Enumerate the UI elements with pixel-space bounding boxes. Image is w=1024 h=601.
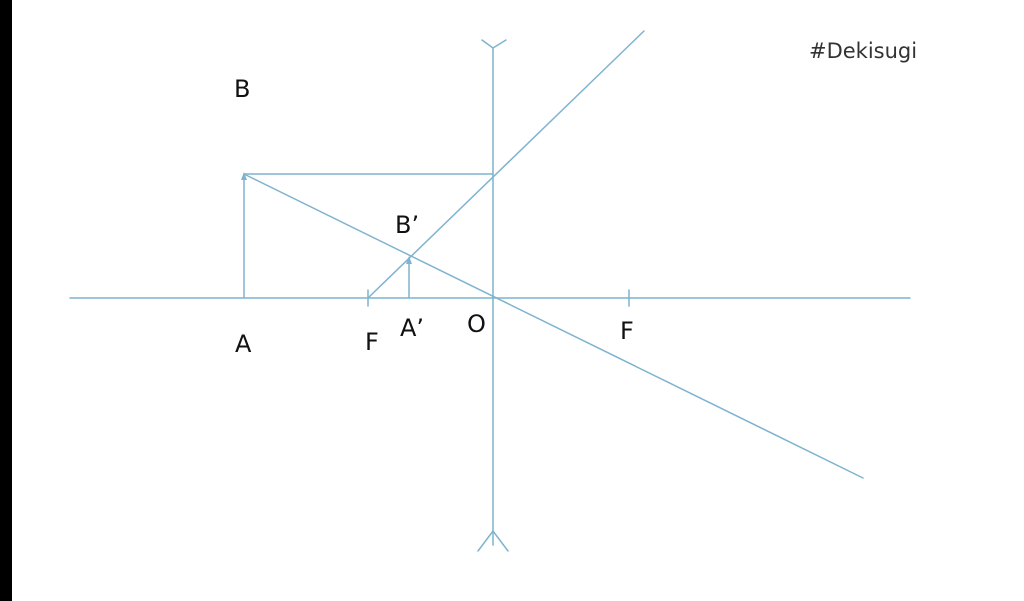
label-A: A [235, 330, 252, 358]
label-B: B [234, 75, 250, 103]
label-F-left: F [365, 328, 379, 356]
ray-refracted-extension [367, 30, 645, 299]
object-arrow-tip [241, 172, 247, 180]
image-arrow-tip [406, 256, 412, 264]
label-A-prime: A’ [400, 314, 424, 342]
label-B-prime: B’ [395, 211, 419, 239]
diverging-lens-ray-diagram: B A B’ A’ F O F #Dekisugi [69, 30, 917, 552]
label-F-right: F [620, 317, 634, 345]
lens-top-arrowhead [481, 39, 507, 49]
ray-through-center [243, 173, 864, 479]
label-O: O [467, 310, 486, 338]
lens-bottom-arrowhead [477, 529, 509, 552]
watermark: #Dekisugi [809, 39, 917, 63]
diagram-canvas: B A B’ A’ F O F #Dekisugi [12, 0, 1024, 601]
